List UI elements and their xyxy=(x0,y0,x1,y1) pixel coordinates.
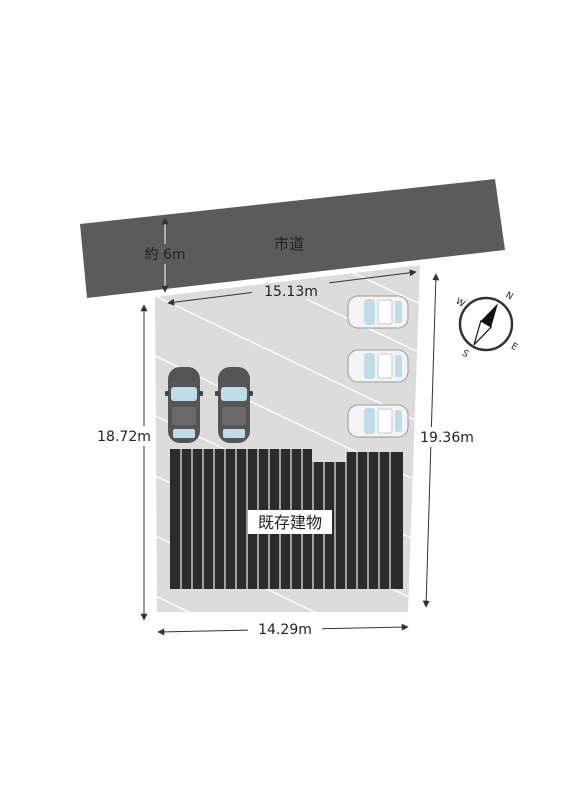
top-dimension-label: 15.13m xyxy=(264,284,318,300)
top-dimension-label-bg xyxy=(251,276,331,306)
road-width-label-bg xyxy=(139,244,189,264)
left-dimension-label: 18.72m xyxy=(97,429,151,445)
left-dimension-label-bg xyxy=(96,426,152,446)
compass-s: S xyxy=(460,349,470,361)
right-dimension-label: 19.36m xyxy=(420,430,474,446)
bottom-dimension-label-bg xyxy=(248,619,322,639)
compass-e: E xyxy=(509,342,519,354)
building-label: 既存建物 xyxy=(258,513,322,532)
compass-icon: N E S W xyxy=(454,290,520,360)
compass-n: N xyxy=(504,290,515,302)
bottom-dimension-label: 14.29m xyxy=(258,622,312,638)
car-white-1 xyxy=(347,295,409,329)
road-width-label: 約 6m xyxy=(145,247,186,263)
road-label: 市道 xyxy=(274,235,304,253)
car-white-2 xyxy=(347,349,409,383)
road xyxy=(80,179,505,298)
car-dark-1 xyxy=(165,367,203,443)
building-label-bg xyxy=(248,510,332,534)
right-dimension-label-bg xyxy=(418,427,478,447)
existing-building: 既存建物 xyxy=(170,449,403,589)
car-white-3 xyxy=(347,404,409,438)
car-dark-2 xyxy=(215,367,253,443)
